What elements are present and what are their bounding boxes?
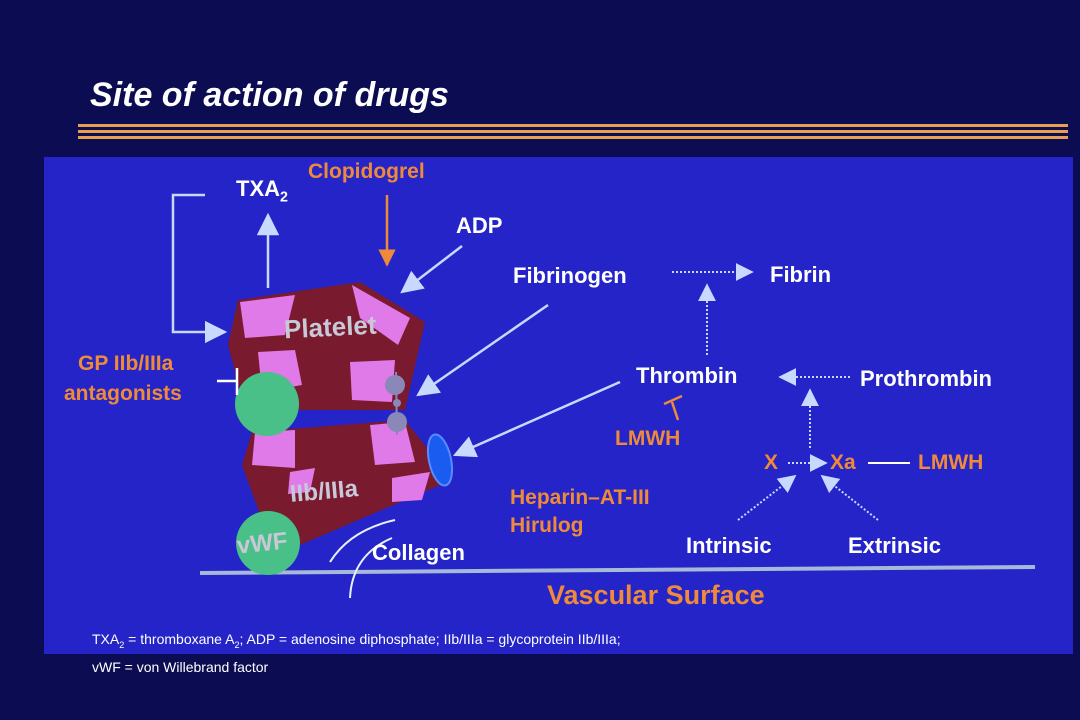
txa2-feedback-arrow — [171, 193, 228, 344]
vascular-surface-label: Vascular Surface — [547, 580, 765, 610]
footnote-line-2: vWF = von Willebrand factor — [92, 658, 269, 675]
clopidogrel-label: Clopidogrel — [308, 160, 425, 183]
extrinsic-label: Extrinsic — [848, 533, 941, 558]
extrinsic-arrow — [820, 474, 879, 521]
fibrinogen-bead — [385, 375, 405, 395]
collagen-label: Collagen — [372, 540, 465, 565]
platelet-granule — [352, 285, 410, 345]
title-underline — [78, 124, 1068, 142]
gp-receptor-circle — [235, 372, 299, 436]
collagen-receptor — [426, 433, 454, 487]
lmwh-thrombin-inhibition — [663, 394, 683, 421]
fibrin-label: Fibrin — [770, 262, 832, 287]
adp-arrow — [400, 245, 463, 294]
heparin-label: Heparin–AT-III — [510, 486, 650, 509]
thrombin-arrow — [452, 380, 621, 458]
footnote-line-1: TXA2 = thromboxane A2; ADP = adenosine d… — [92, 631, 621, 650]
platelet-granule — [350, 360, 395, 402]
x-label: X — [764, 451, 779, 474]
gp-inhibition — [217, 368, 239, 395]
vwf-label: vWF — [235, 527, 289, 560]
collagen-fiber — [349, 537, 393, 599]
intrinsic-label: Intrinsic — [686, 533, 772, 558]
footnote: TXA2 = thromboxane A2; ADP = adenosine d… — [92, 628, 621, 678]
platelet-granule — [240, 295, 295, 338]
fibrinogen-label: Fibrinogen — [513, 263, 627, 288]
platelet-label: Platelet — [283, 309, 378, 345]
vwf-circle — [236, 511, 300, 575]
thrombin-label: Thrombin — [636, 363, 738, 388]
vascular-surface-line — [199, 565, 1036, 575]
lmwh-xa-label: LMWH — [918, 451, 984, 474]
platelet-granule — [370, 422, 415, 465]
hirulog-label: Hirulog — [510, 514, 584, 537]
iib-iiia-label: IIb/IIIa — [288, 475, 360, 508]
slide-title: Site of action of drugs — [90, 76, 449, 114]
collagen-fiber — [329, 519, 396, 563]
gp-antagonists-label-2: antagonists — [64, 382, 182, 405]
platelet-granule — [288, 468, 315, 494]
lmwh-thrombin-label: LMWH — [615, 427, 681, 450]
adp-label: ADP — [456, 213, 503, 238]
platelet-granule — [252, 430, 295, 468]
prothrombin-label: Prothrombin — [860, 366, 992, 391]
gp-antagonists-label-1: GP IIb/IIIa — [78, 352, 174, 375]
fibrinogen-arrow — [416, 303, 549, 397]
xa-label: Xa — [830, 451, 856, 474]
platelet-granule — [392, 472, 430, 502]
txa2-label: TXA2 — [236, 176, 288, 206]
intrinsic-arrow — [737, 474, 797, 521]
